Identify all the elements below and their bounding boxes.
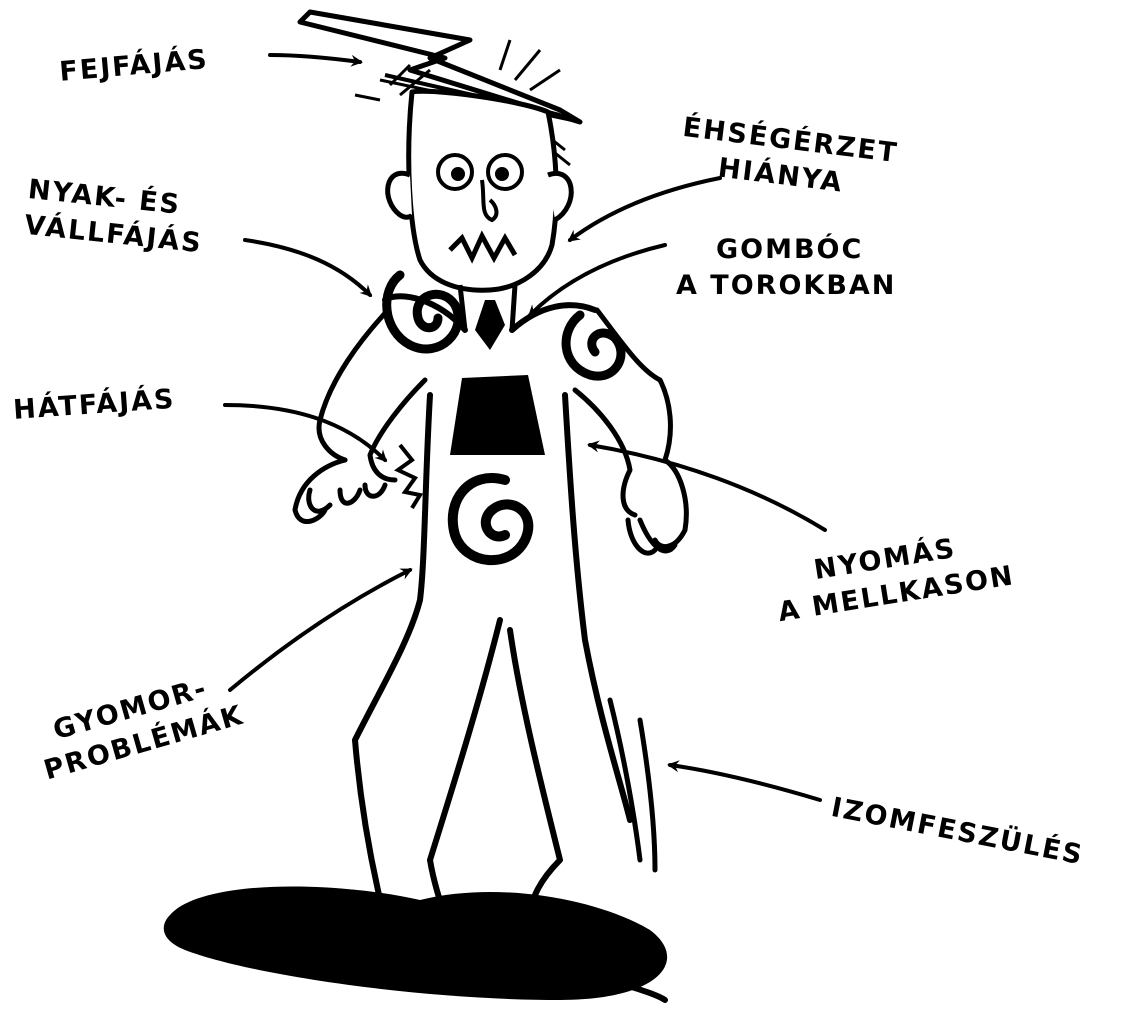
muscle-tension-lines-icon (610, 700, 655, 870)
arrow-appetite (570, 178, 720, 240)
arrow-back (225, 405, 385, 460)
stomach-spiral-icon (453, 478, 529, 560)
arrow-headache (270, 55, 360, 62)
label-lump-in-throat: GOMBÓC A TOROKBAN (676, 232, 896, 304)
right-shoulder-spiral-icon (566, 315, 621, 376)
head-icon (388, 91, 572, 290)
chest-pressure-icon (450, 375, 545, 455)
arrow-muscle (670, 765, 820, 800)
back-pain-burst-icon (398, 445, 420, 508)
arrow-stomach (230, 570, 410, 690)
arrow-neck (245, 240, 370, 295)
